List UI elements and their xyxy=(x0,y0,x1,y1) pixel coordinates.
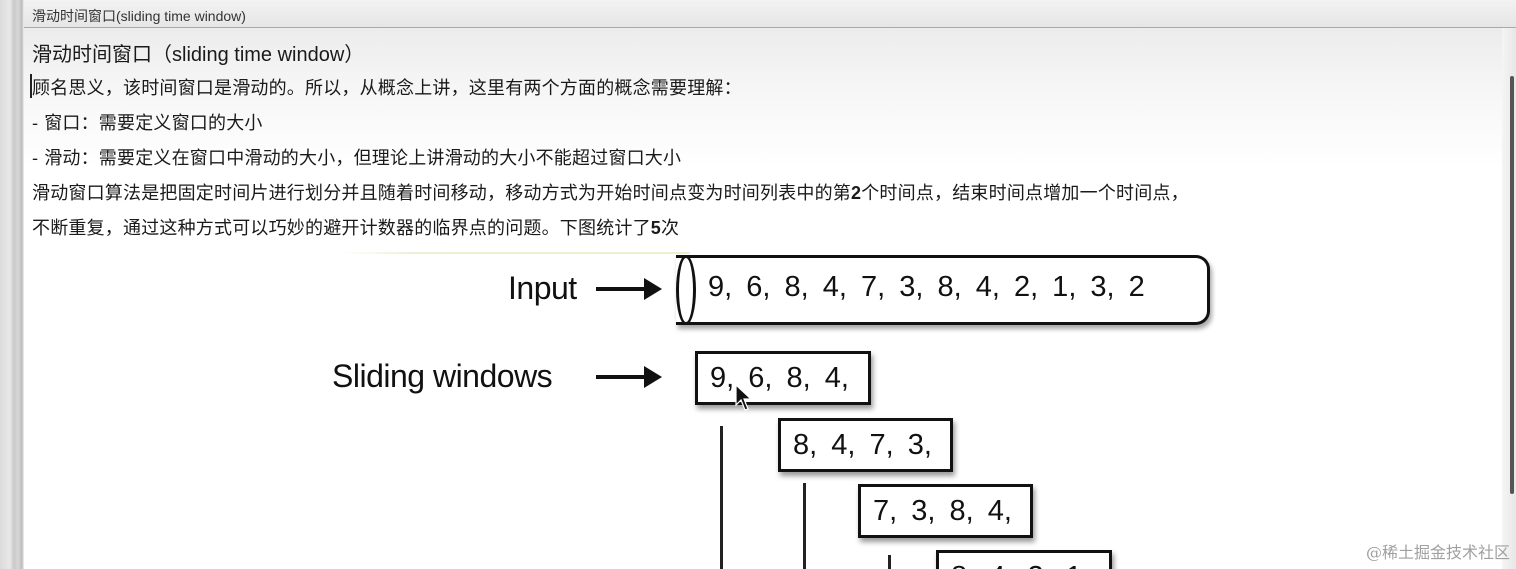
paragraph-algorithm: 滑动窗口算法是把固定时间片进行划分并且随着时间移动，移动方式为开始时间点变为时间… xyxy=(32,179,1189,205)
left-gutter xyxy=(0,0,24,569)
input-cylinder xyxy=(676,255,1210,325)
paragraph-sliding: - 滑动：需要定义在窗口中滑动的大小，但理论上讲滑动的大小不能超过窗口大小 xyxy=(32,148,682,169)
sliding-arrow-icon xyxy=(596,366,662,388)
input-values: 9, 6, 8, 4, 7, 3, 8, 4, 2, 1, 3, 2 xyxy=(708,271,1145,303)
cylinder-cap xyxy=(676,255,696,325)
window-box-1: 9, 6, 8, 4, xyxy=(695,351,871,405)
window-title: 滑动时间窗口(sliding time window) xyxy=(32,8,246,24)
page-title: 滑动时间窗口（sliding time window） xyxy=(32,38,364,67)
window-box-3: 7, 3, 8, 4, xyxy=(858,484,1033,538)
heading-cn: 滑动时间窗口（ xyxy=(32,42,172,66)
connector-line-2 xyxy=(803,483,806,569)
mouse-pointer-icon xyxy=(735,383,753,411)
document-content[interactable]: 滑动时间窗口（sliding time window） 顾名思义，该时间窗口是滑… xyxy=(24,28,1502,569)
paragraph-repeat: 不断重复，通过这种方式可以巧妙的避开计数器的临界点的问题。下图统计了5次 xyxy=(32,214,679,240)
input-label: Input xyxy=(508,270,577,306)
scrollbar-thumb[interactable] xyxy=(1510,76,1514,494)
paragraph-window: - 窗口：需要定义窗口的大小 xyxy=(32,113,263,134)
connector-line-1 xyxy=(720,426,723,569)
heading-close: ） xyxy=(344,42,365,66)
window-box-2: 8, 4, 7, 3, xyxy=(778,418,953,472)
sliding-windows-label: Sliding windows xyxy=(332,358,553,394)
image-top-edge xyxy=(340,252,690,254)
text-caret xyxy=(30,74,32,98)
algorithm-text-b: 个时间点，结束时间点增加一个时间点， xyxy=(861,183,1189,204)
vertical-scrollbar[interactable] xyxy=(1502,28,1516,569)
connector-line-3 xyxy=(888,555,891,569)
heading-en: sliding time window xyxy=(172,44,345,66)
repeat-num: 5 xyxy=(650,218,662,238)
algorithm-num: 2 xyxy=(851,183,862,203)
repeat-text-b: 次 xyxy=(661,218,680,239)
paragraph-intro: 顾名思义，该时间窗口是滑动的。所以，从概念上讲，这里有两个方面的概念需要理解： xyxy=(32,78,742,99)
input-arrow-icon xyxy=(596,278,662,300)
title-bar: 滑动时间窗口(sliding time window) xyxy=(24,0,1516,28)
window-box-4: 8, 4, 2, 1, xyxy=(936,550,1112,569)
watermark: @稀土掘金技术社区 xyxy=(1365,543,1510,562)
algorithm-text-a: 滑动窗口算法是把固定时间片进行划分并且随着时间移动，移动方式为开始时间点变为时间… xyxy=(32,183,851,204)
repeat-text-a: 不断重复，通过这种方式可以巧妙的避开计数器的临界点的问题。下图统计了 xyxy=(32,218,651,239)
